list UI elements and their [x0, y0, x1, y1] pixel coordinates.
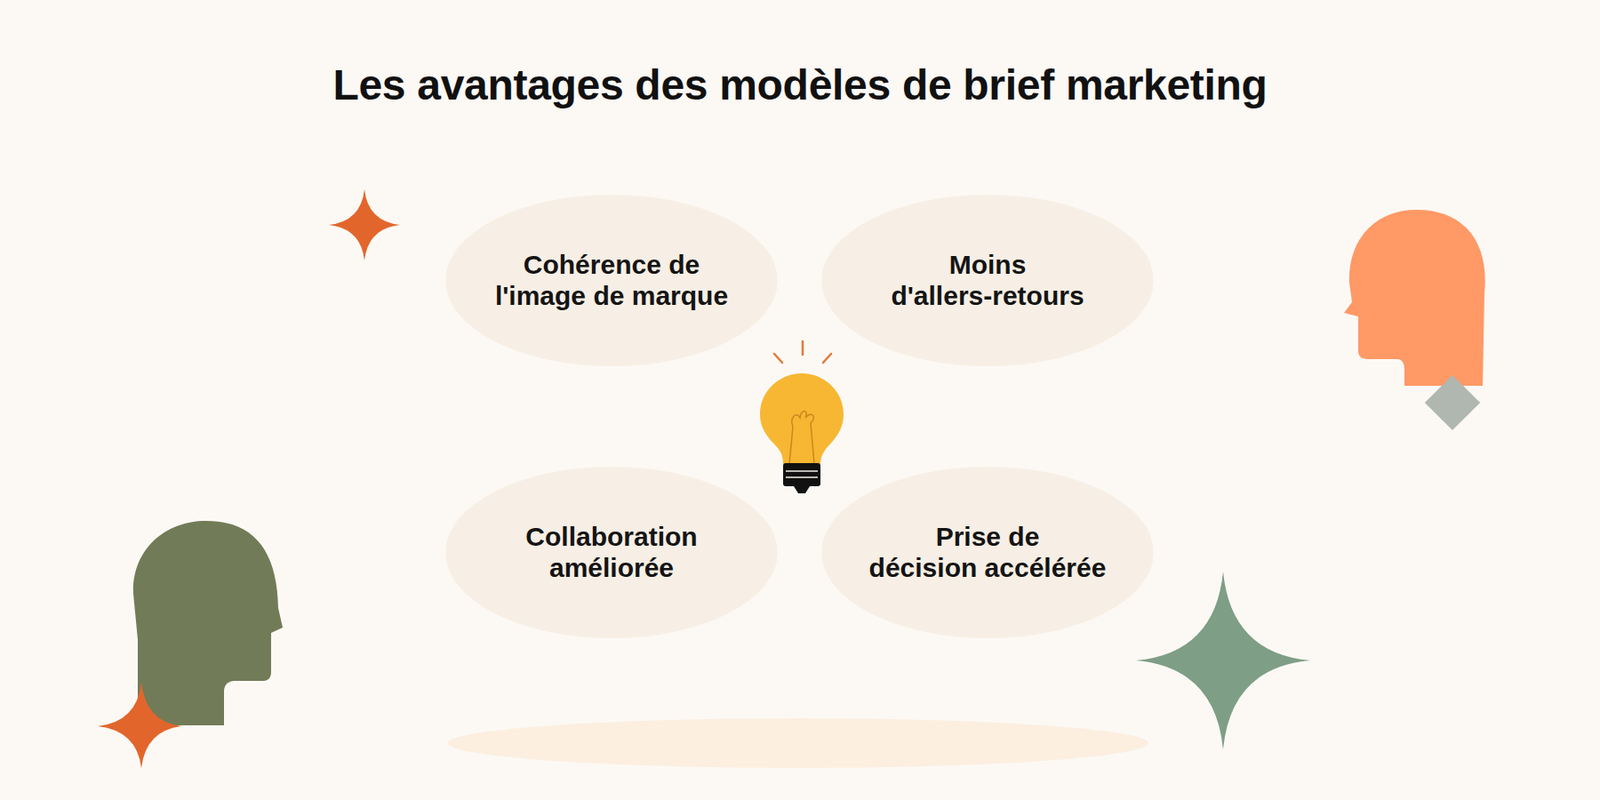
benefit-ellipse: Collaboration améliorée — [445, 466, 778, 639]
benefit-label: Prise de décision accélérée — [869, 520, 1107, 584]
diamond-shape — [1424, 375, 1480, 431]
head-silhouette — [133, 520, 283, 726]
sparkle — [97, 682, 182, 768]
benefit-ellipse: Prise de décision accélérée — [821, 466, 1154, 639]
ellipse-shape — [445, 466, 778, 639]
benefit-label: Cohérence de l'image de marque — [495, 248, 728, 312]
ellipse-shape — [445, 194, 778, 367]
head-silhouette — [1344, 209, 1486, 386]
ground-shadow — [448, 718, 1149, 768]
benefit-ellipse: Moins d'allers-retours — [821, 194, 1154, 367]
benefit-ellipse: Cohérence de l'image de marque — [445, 194, 778, 367]
sparkle — [1136, 571, 1311, 750]
benefit-label: Moins d'allers-retours — [890, 248, 1084, 312]
ellipse-shape — [821, 466, 1154, 639]
benefit-label: Collaboration améliorée — [525, 520, 697, 584]
sparkle — [328, 189, 400, 261]
ellipse-shape — [821, 194, 1154, 367]
lightbulb-icon — [760, 341, 844, 494]
diagram-title: Les avantages des modèles de brief marke… — [0, 60, 1600, 110]
